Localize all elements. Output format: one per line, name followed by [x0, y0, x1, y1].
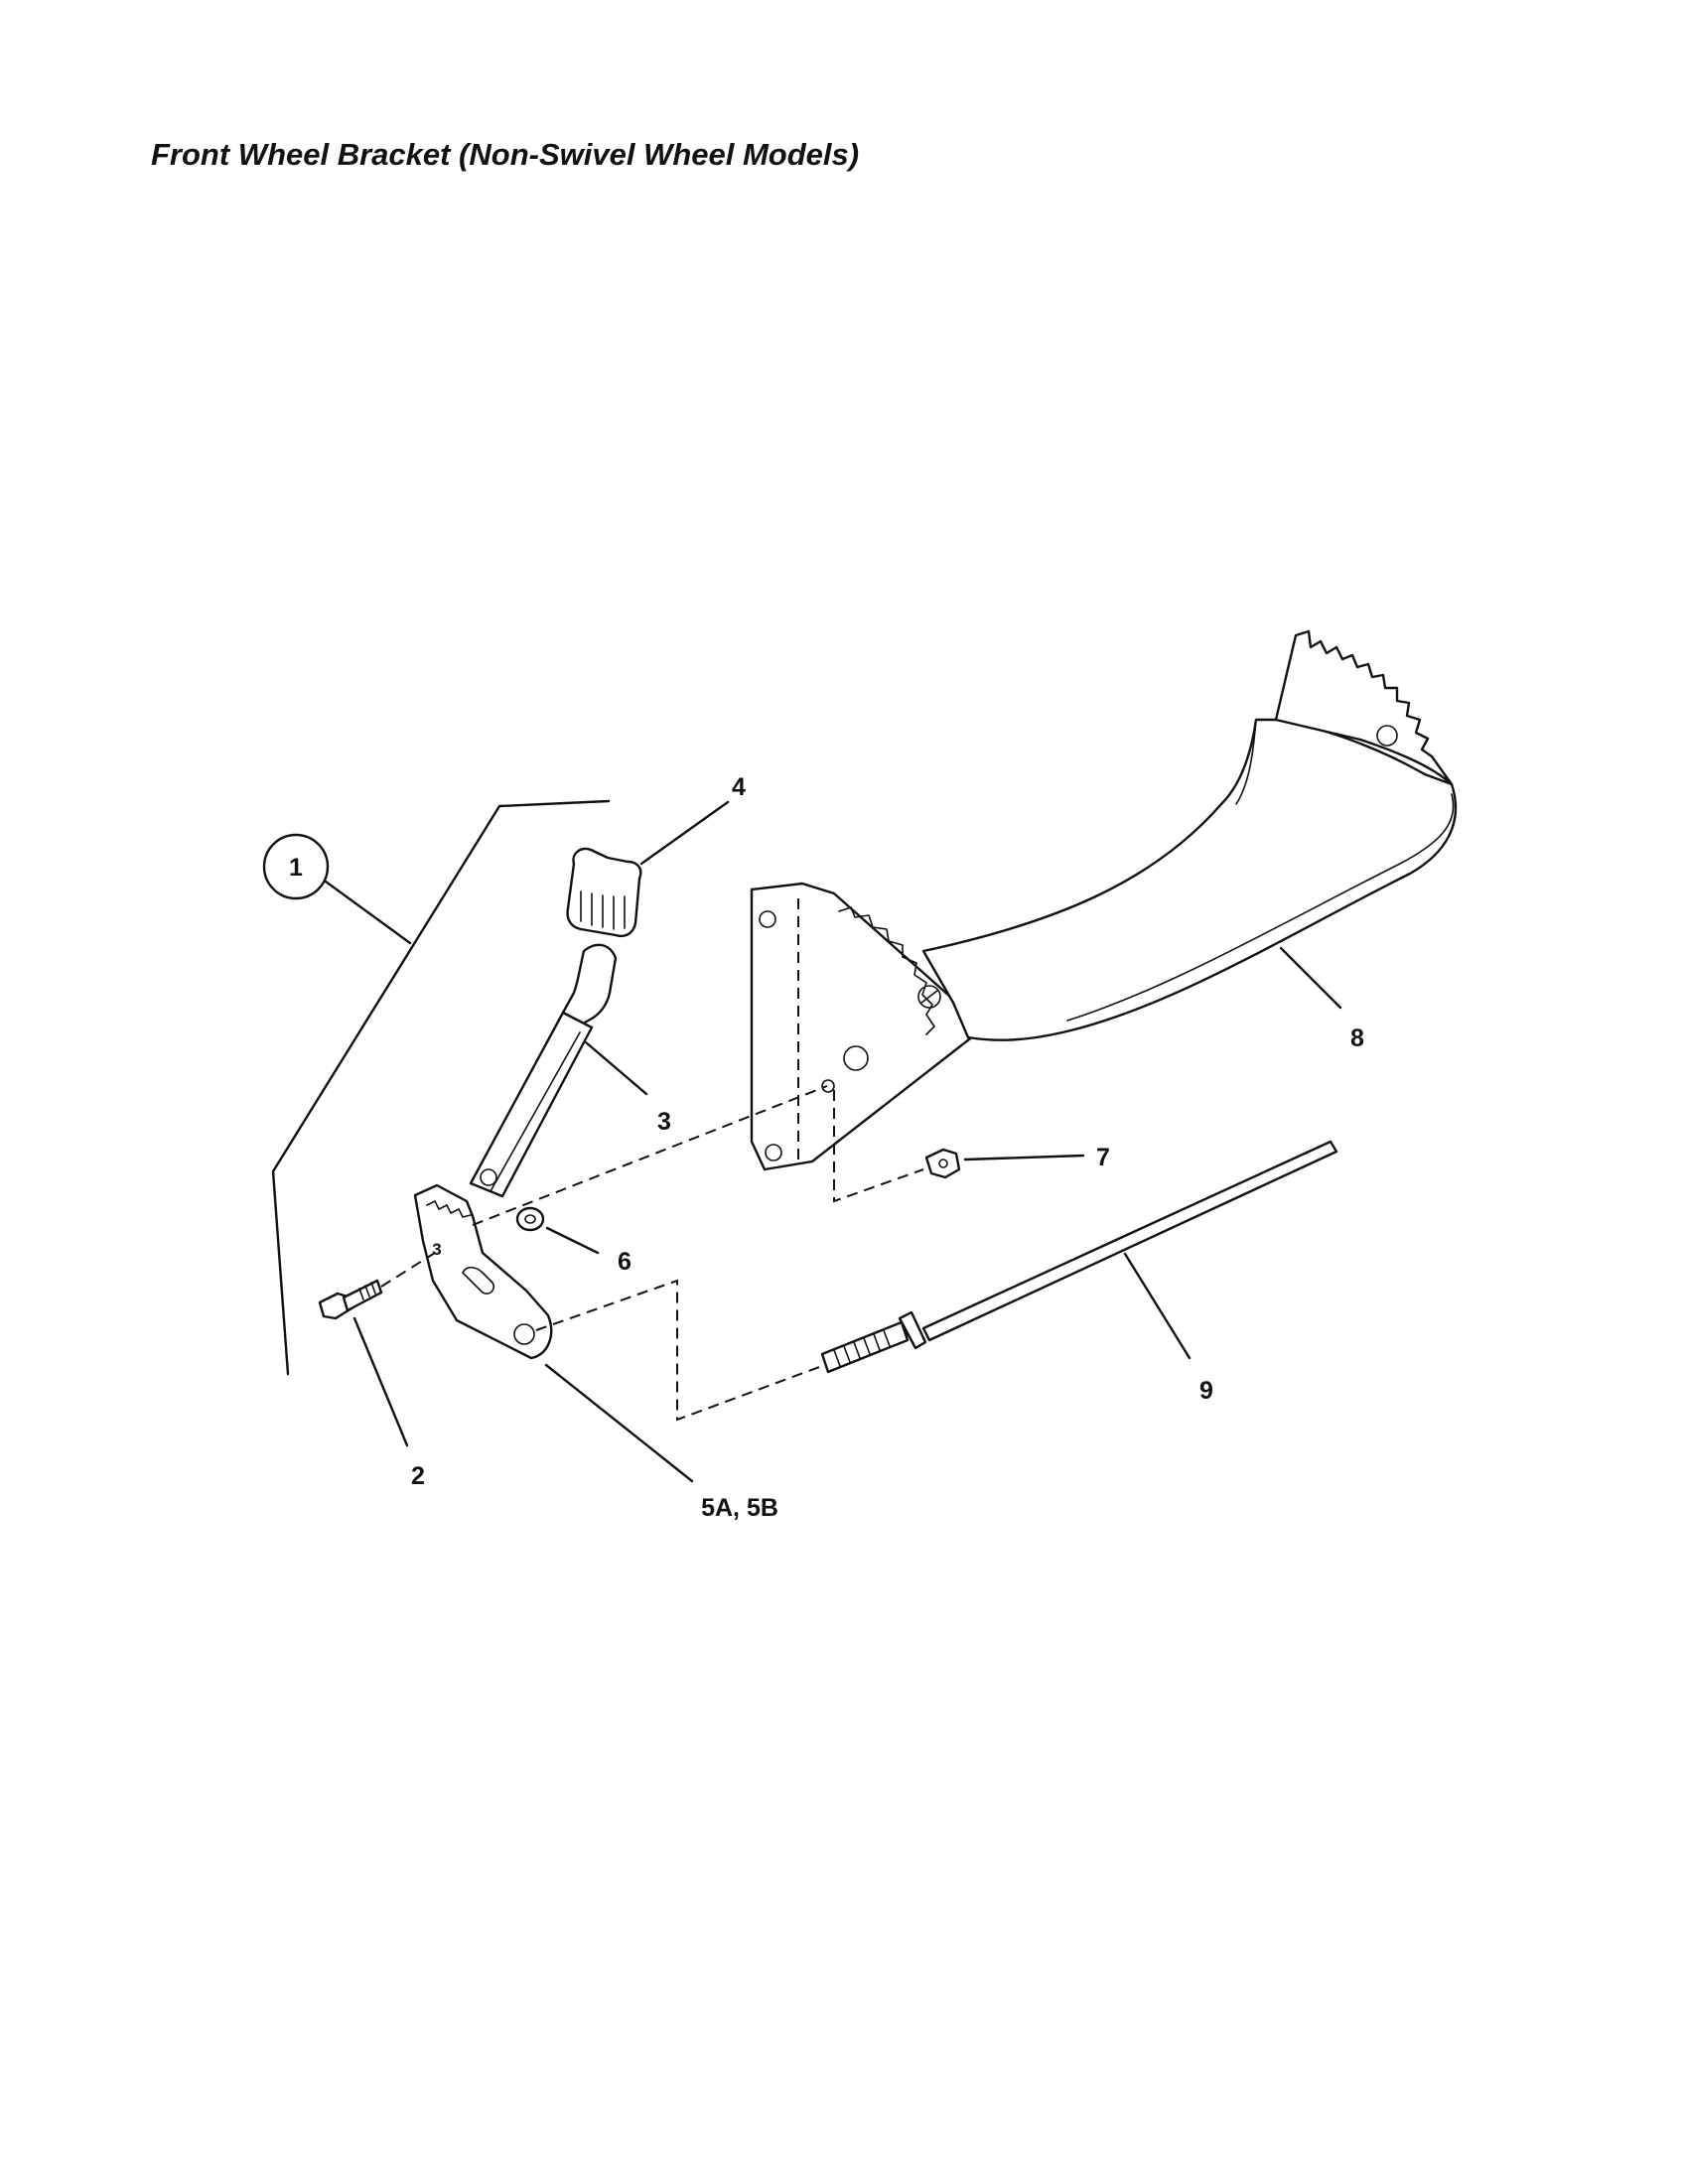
- callout-1-label: 1: [289, 854, 303, 882]
- dash-bolt-to-bracket: [380, 1252, 436, 1288]
- lever-hole: [480, 1168, 497, 1186]
- callout-2-leader: [352, 1316, 409, 1447]
- wheel-bracket-part-8: [750, 629, 1458, 1171]
- washer-part-6: 6: [515, 1206, 632, 1276]
- dash-plate-to-nut: [833, 1090, 924, 1203]
- nut-hole: [938, 1159, 948, 1168]
- arm-inner-edge: [1235, 719, 1257, 805]
- callout-8-label: 8: [1350, 1024, 1364, 1052]
- dash-bracket-to-plate: [472, 1085, 828, 1226]
- knob-part-4: 4: [566, 773, 746, 937]
- callout-3-label: 3: [657, 1108, 671, 1136]
- plate-hole-mid: [843, 1045, 869, 1071]
- callout-4-label: 4: [732, 773, 746, 801]
- gear-sector: [1274, 629, 1454, 786]
- callout-6-label: 6: [618, 1248, 632, 1276]
- lever-grip: [561, 943, 618, 1029]
- rod-collar: [898, 1310, 927, 1350]
- plate-hole-adjust: [821, 1079, 835, 1093]
- callout-5-label: 5A, 5B: [701, 1494, 778, 1522]
- callout-1-group: 1: [262, 799, 611, 1376]
- rod-threads: [833, 1329, 891, 1367]
- callout-8-leader: [1279, 946, 1342, 1010]
- bolt-threads: [358, 1282, 376, 1300]
- callout-2-label: 2: [411, 1462, 425, 1490]
- pivot-bracket-body: [413, 1183, 553, 1360]
- lever-shaft: [469, 1011, 594, 1198]
- bracket-curved-arm: [921, 718, 1458, 1041]
- pivot-bracket-slot: [462, 1266, 495, 1295]
- plate-hole-top: [759, 910, 776, 928]
- lever-shaft-edge: [490, 1031, 581, 1192]
- dash-bracket-to-rod: [535, 1279, 823, 1422]
- arm-lower-edge: [1066, 793, 1455, 1022]
- plate-hole-bottom: [765, 1144, 782, 1161]
- callout-7-label: 7: [1096, 1144, 1110, 1171]
- page-title: Front Wheel Bracket (Non-Swivel Wheel Mo…: [151, 137, 860, 172]
- callout-9-label: 9: [1199, 1377, 1213, 1405]
- pivot-bracket-hole: [513, 1323, 535, 1345]
- callout-1-circle: [262, 833, 330, 900]
- callout-4-leader: [639, 800, 730, 866]
- rod-shaft: [921, 1140, 1338, 1342]
- pivot-bracket-part-5: 3 5A, 5B: [413, 1183, 778, 1522]
- callout-5-leader: [544, 1363, 694, 1483]
- rod-part-9: 9: [820, 1140, 1338, 1405]
- plate-screw: [917, 985, 941, 1009]
- callout-1-leader: [324, 880, 412, 945]
- lever-part-3: 3: [469, 943, 671, 1198]
- bolt-part-2: 2: [318, 1279, 425, 1490]
- callout-6-leader: [545, 1226, 600, 1255]
- callout-7-leader: [963, 1154, 1085, 1161]
- callout-3-leader: [584, 1040, 648, 1096]
- nut-part-7: 7: [924, 1144, 1110, 1179]
- bracket-plate: [750, 882, 980, 1171]
- pivot-bracket-teeth: [426, 1200, 472, 1218]
- washer-outer: [515, 1206, 545, 1232]
- nut-body: [924, 1148, 961, 1179]
- assembly-bracket-line: [271, 799, 611, 1376]
- rod-threaded-end: [820, 1320, 910, 1374]
- washer-inner: [524, 1214, 536, 1224]
- assembly-dashed-lines: [380, 1085, 924, 1422]
- gear-sector-hole: [1376, 725, 1398, 747]
- callout-3-small-label: 3: [432, 1240, 441, 1259]
- plate-screw-slot: [920, 990, 938, 1004]
- knob-grip-lines: [580, 890, 626, 930]
- knob-body: [566, 847, 642, 937]
- callout-9-leader: [1123, 1252, 1192, 1360]
